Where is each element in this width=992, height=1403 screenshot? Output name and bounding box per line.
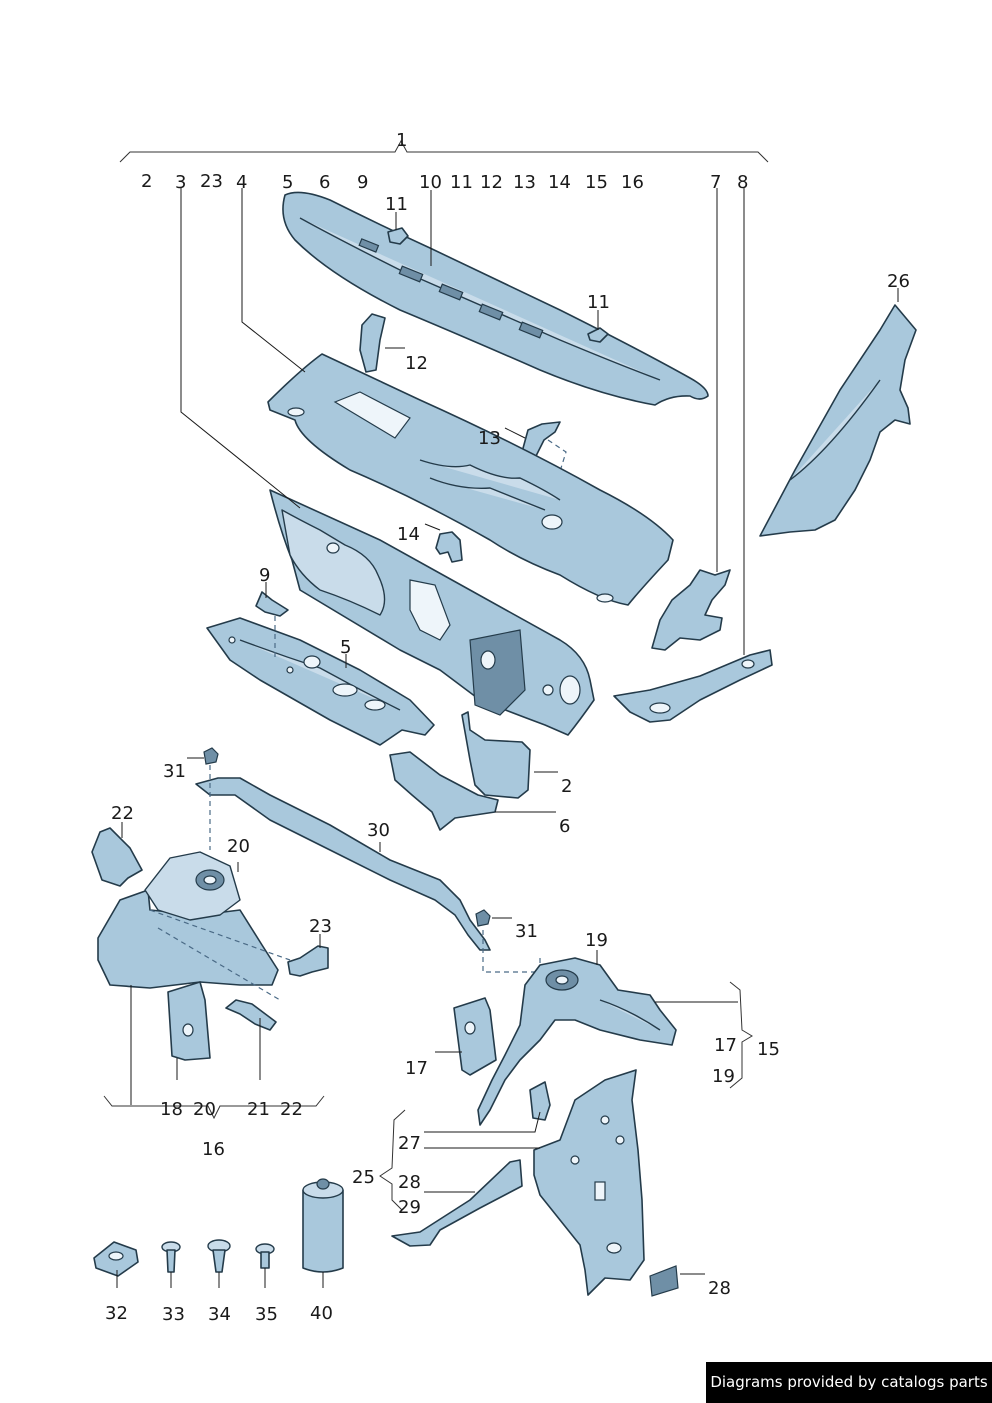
callout-labels: 1 2 3 23 4 5 6 9 10 11 12 13 14 15 16 7 … <box>105 130 910 1325</box>
callout: 25 <box>352 1167 375 1188</box>
bracket-9 <box>255 591 289 617</box>
nut-31-left <box>203 747 219 765</box>
bracket-7 <box>651 569 731 651</box>
callout: 11 <box>385 194 408 215</box>
callout: 17 <box>714 1035 737 1056</box>
bracket-21 <box>225 999 277 1031</box>
group-1-bracket <box>119 139 769 163</box>
bracket-13 <box>521 421 561 457</box>
callout: 22 <box>111 803 134 824</box>
callout: 17 <box>405 1058 428 1079</box>
callout: 7 <box>710 172 721 193</box>
callout: 2 <box>141 171 152 192</box>
callout: 31 <box>515 921 538 942</box>
strut-brace-30 <box>195 777 491 951</box>
bracket-14 <box>435 531 463 563</box>
callout: 19 <box>585 930 608 951</box>
callout: 13 <box>478 428 501 449</box>
callout: 23 <box>309 916 332 937</box>
bracket-17 <box>453 997 497 1076</box>
callout: 23 <box>200 171 223 192</box>
callout: 10 <box>419 172 442 193</box>
attribution-footer: Diagrams provided by catalogs parts <box>706 1362 992 1403</box>
callout: 11 <box>587 292 610 313</box>
plate-28 <box>649 1265 679 1297</box>
callout: 34 <box>208 1304 231 1325</box>
wheelhouse-panel-25 <box>533 1069 645 1296</box>
callout: 5 <box>340 637 351 658</box>
callout: 3 <box>175 172 186 193</box>
bracket-22 <box>91 827 143 887</box>
side-member-26 <box>759 304 917 537</box>
panel-6 <box>389 751 499 831</box>
group-25-bracket <box>379 1109 406 1211</box>
callout: 14 <box>548 172 571 193</box>
panel-2 <box>461 711 531 799</box>
callout: 16 <box>621 172 644 193</box>
callout: 6 <box>559 816 570 837</box>
callout: 12 <box>405 353 428 374</box>
callout: 2 <box>561 776 572 797</box>
nut-31-right <box>475 909 491 927</box>
screw-33 <box>161 1241 181 1273</box>
callout: 20 <box>227 836 250 857</box>
callout: 9 <box>357 172 368 193</box>
bracket-27 <box>529 1081 551 1121</box>
clip-11-left <box>387 227 409 245</box>
bracket-18 <box>167 981 211 1061</box>
bolt-34 <box>207 1239 231 1273</box>
group-16-bracket <box>103 1095 325 1120</box>
callout: 26 <box>887 271 910 292</box>
callout: 18 <box>160 1099 183 1120</box>
callout: 4 <box>236 172 247 193</box>
bracket-12 <box>359 313 386 373</box>
callout: 11 <box>450 172 473 193</box>
callout: 32 <box>105 1303 128 1324</box>
callout: 20 <box>193 1099 216 1120</box>
callout: 30 <box>367 820 390 841</box>
leader-lines <box>116 188 899 1288</box>
callout: 8 <box>737 172 748 193</box>
callout: 27 <box>398 1133 421 1154</box>
callout: 15 <box>757 1039 780 1060</box>
bracket-23-left <box>287 945 329 977</box>
cylinder-40 <box>302 1178 344 1273</box>
callout: 19 <box>712 1066 735 1087</box>
callout: 14 <box>397 524 420 545</box>
callout: 13 <box>513 172 536 193</box>
plenum-panel <box>267 353 674 606</box>
upper-cowl-panel <box>282 191 709 406</box>
callout: 22 <box>280 1099 303 1120</box>
callout: 15 <box>585 172 608 193</box>
callout: 28 <box>708 1278 731 1299</box>
callout: 35 <box>255 1304 278 1325</box>
callout: 9 <box>259 565 270 586</box>
callout: 5 <box>282 172 293 193</box>
callout: 1 <box>396 130 407 151</box>
callout: 16 <box>202 1139 225 1160</box>
callout: 12 <box>480 172 503 193</box>
callout: 28 <box>398 1172 421 1193</box>
bulkhead-panel <box>269 489 595 736</box>
callout: 33 <box>162 1304 185 1325</box>
group-15-bracket <box>729 981 753 1089</box>
bracket-29 <box>391 1159 523 1247</box>
callout: 29 <box>398 1197 421 1218</box>
callout: 31 <box>163 761 186 782</box>
lower-crossmember <box>206 617 435 746</box>
rivet-35 <box>255 1243 275 1269</box>
callout: 40 <box>310 1303 333 1324</box>
right-strut-tower <box>477 957 677 1126</box>
left-strut-tower <box>97 851 279 989</box>
callout: 21 <box>247 1099 270 1120</box>
callout: 6 <box>319 172 330 193</box>
